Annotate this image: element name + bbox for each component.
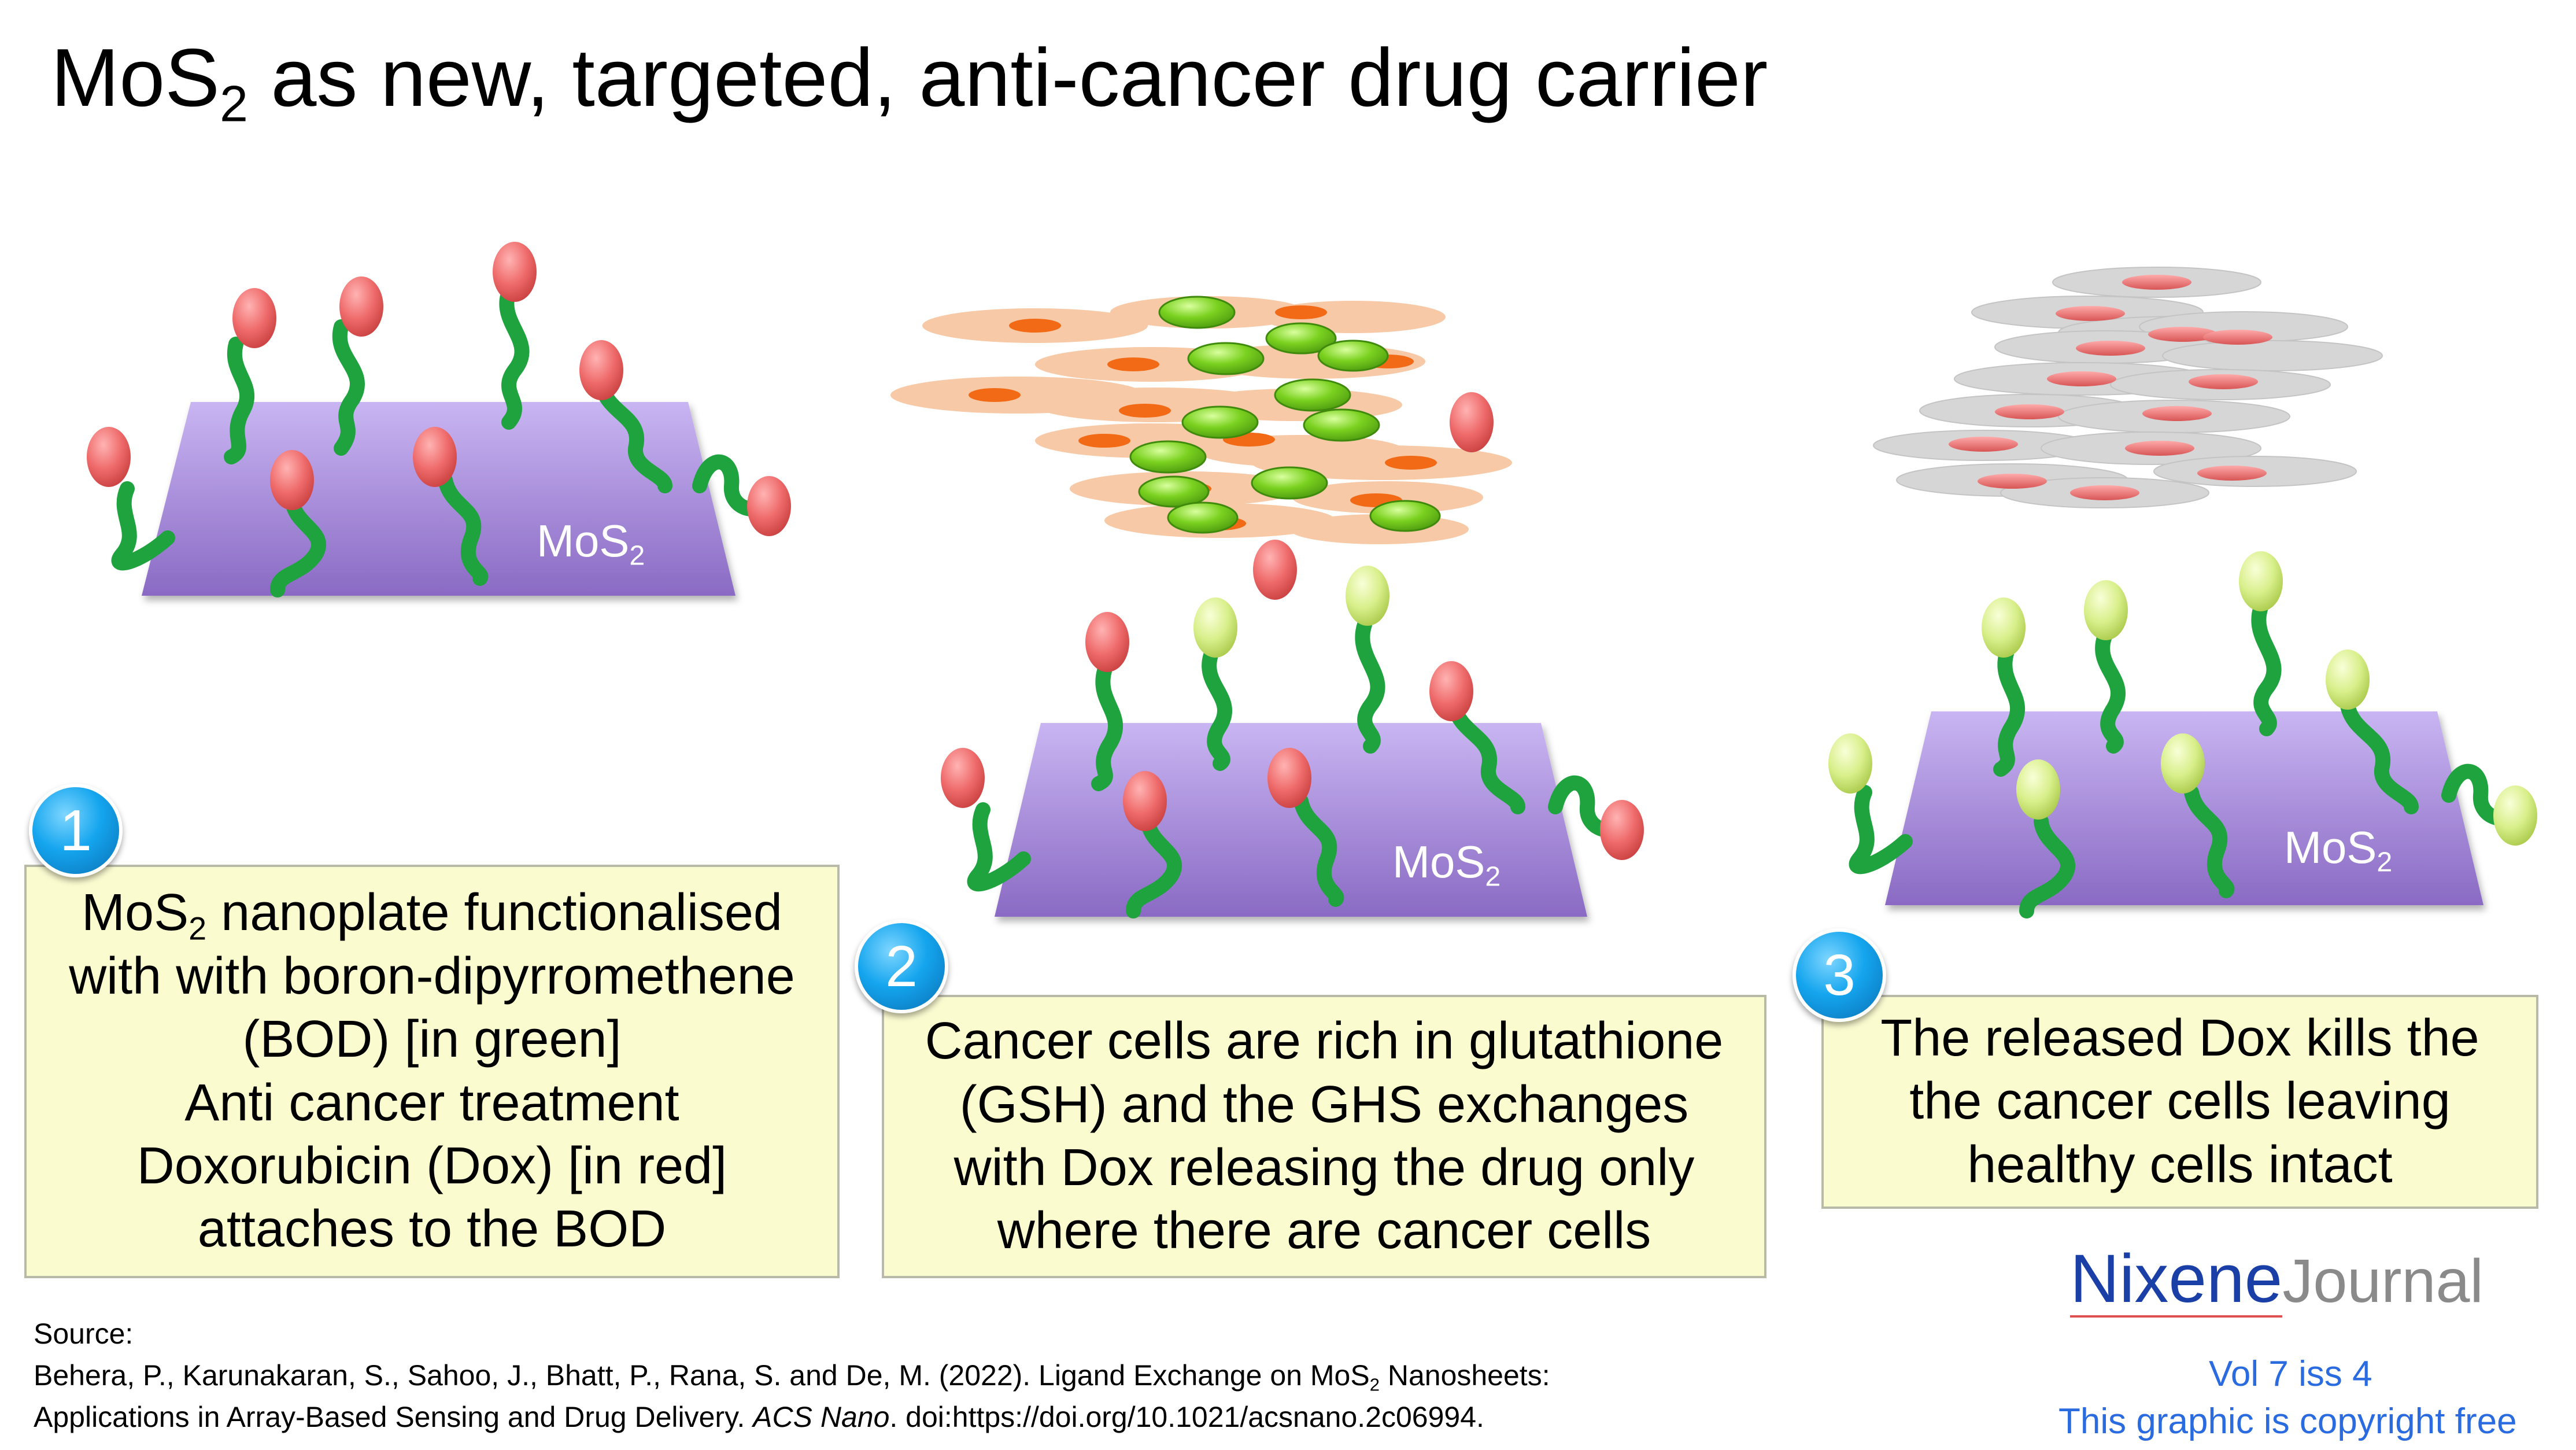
linker-group xyxy=(111,285,771,597)
step-1-line: attaches to the BOD xyxy=(197,1200,667,1259)
plate-label-3: MoS2 xyxy=(2284,822,2393,878)
cancer-cell-cluster xyxy=(890,296,1512,544)
source-citation: Source: Behera, P., Karunakaran, S., Sah… xyxy=(34,1313,1550,1438)
brand-name-a: Nixene xyxy=(2070,1241,2283,1318)
step-1-badge: 1 xyxy=(29,784,123,877)
brand-logo: NixeneJournal xyxy=(2070,1241,2483,1318)
step-1-line: MoS2 nanoplate functionalised xyxy=(82,884,782,947)
healthy-cell-cluster xyxy=(1873,267,2383,508)
step-2-line: where there are cancer cells xyxy=(997,1202,1651,1260)
step-3-badge: 3 xyxy=(1793,928,1886,1022)
step-3-line: the cancer cells leaving xyxy=(1909,1072,2451,1131)
step-1-line: (BOD) [in green] xyxy=(242,1010,622,1069)
plate-label-2: MoS2 xyxy=(1392,836,1501,892)
page-title: MoS2 as new, targeted, anti-cancer drug … xyxy=(51,32,1768,132)
volume-label: Vol 7 iss 4 xyxy=(2209,1354,2372,1394)
source-heading: Source: xyxy=(34,1318,134,1350)
step-3-callout: The released Dox kills the the cancer ce… xyxy=(1821,995,2538,1209)
step-1-line: Doxorubicin (Dox) [in red] xyxy=(136,1137,727,1195)
step-2-callout: Cancer cells are rich in glutathione (GS… xyxy=(882,995,1766,1278)
linker-group xyxy=(967,617,1627,918)
copyright-label: This graphic is copyright free xyxy=(2058,1401,2517,1441)
panel-2-cancer-cells xyxy=(890,296,1644,918)
step-2-line: Cancer cells are rich in glutathione xyxy=(925,1012,1724,1071)
source-line-1: Behera, P., Karunakaran, S., Sahoo, J., … xyxy=(34,1359,1550,1395)
brand-name-b: Journal xyxy=(2282,1247,2483,1315)
panel-1-nanoplate xyxy=(87,242,791,597)
bod-molecules xyxy=(1193,566,1389,658)
step-1-line: with with boron-dipyrromethene xyxy=(69,947,795,1005)
bod-molecules xyxy=(1828,551,2537,846)
plate-label-1: MoS2 xyxy=(537,515,645,571)
panel-3-healthy-cells xyxy=(1828,267,2537,918)
step-2-line: (GSH) and the GHS exchanges xyxy=(959,1075,1689,1134)
step-1-callout: MoS2 nanoplate functionalised with with … xyxy=(24,865,840,1278)
released-dox xyxy=(1253,392,1494,600)
source-line-2: Applications in Array-Based Sensing and … xyxy=(34,1401,1484,1433)
step-3-line: The released Dox kills the xyxy=(1880,1009,2479,1067)
step-1-line: Anti cancer treatment xyxy=(184,1073,679,1132)
dox-molecules xyxy=(87,242,791,536)
step-2-badge: 2 xyxy=(855,920,948,1013)
step-3-line: healthy cells intact xyxy=(1967,1135,2393,1194)
cancer-marker-cells xyxy=(1129,296,1441,534)
dox-molecules xyxy=(941,612,1644,860)
step-2-line: with Dox releasing the drug only xyxy=(953,1139,1695,1197)
